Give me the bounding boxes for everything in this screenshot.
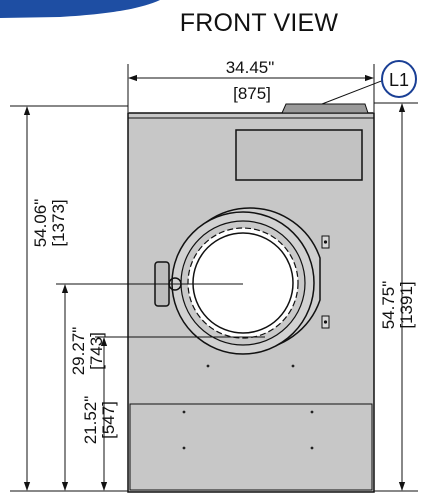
- screw: [310, 410, 314, 414]
- screw: [182, 446, 186, 450]
- machine-body: [127, 103, 375, 493]
- header-banner: [0, 0, 160, 18]
- hinge-top-pin: [323, 240, 328, 244]
- callout-label: L1: [389, 70, 409, 90]
- right-height-dimension: 54.75" [1391]: [374, 102, 418, 492]
- door-center-mm-label: [743]: [87, 332, 106, 370]
- control-panel: [235, 129, 363, 181]
- l1-callout: L1: [321, 60, 417, 105]
- width-dimension: 34.45" [875]: [127, 58, 375, 112]
- width-mm-label: [875]: [233, 84, 271, 103]
- door-glass: [192, 232, 294, 334]
- door-bottom-inches-label: 21.52": [81, 396, 100, 445]
- height-left-inches-label: 54.06": [31, 199, 50, 248]
- door-bottom-height-dimension: 21.52" [547]: [81, 336, 265, 491]
- left-height-dimension: 54.06" [1373]: [10, 105, 128, 492]
- view-title: FRONT VIEW: [180, 9, 339, 37]
- screw: [182, 410, 186, 414]
- callout-leader: [321, 79, 385, 105]
- screw: [310, 446, 314, 450]
- height-right-inches-label: 54.75": [379, 281, 398, 330]
- width-inches-label: 34.45": [226, 58, 275, 77]
- hinge-bottom-pin: [323, 320, 328, 324]
- door-bottom-mm-label: [547]: [99, 401, 118, 439]
- door-center-inches-label: 29.27": [69, 327, 88, 376]
- callout-bubble: [381, 60, 417, 98]
- door-assembly: [154, 207, 330, 355]
- screw: [291, 364, 295, 368]
- screw: [206, 364, 210, 368]
- top-connection-block: [281, 103, 369, 114]
- height-left-mm-label: [1373]: [49, 199, 68, 246]
- height-right-mm-label: [1391]: [397, 281, 416, 328]
- kick-panel: [129, 403, 373, 491]
